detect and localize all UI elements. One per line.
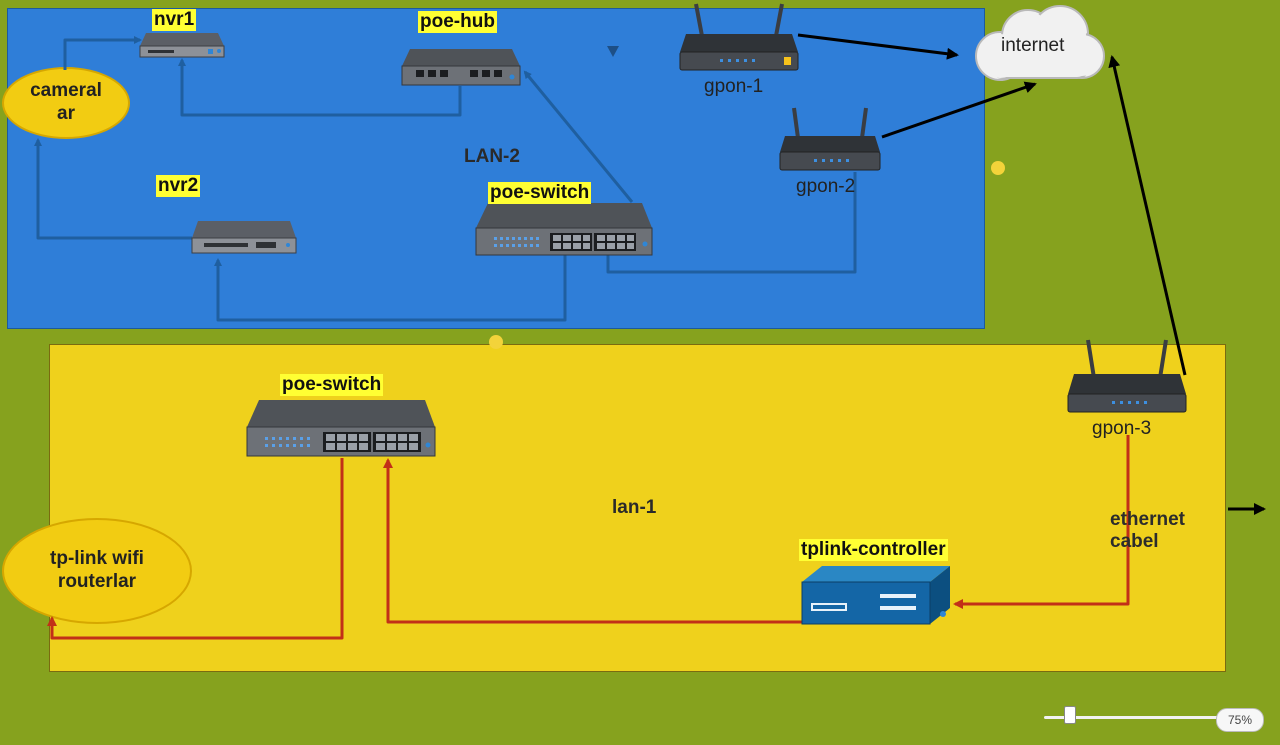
router-icon[interactable] [778,104,882,174]
nvr1-label: nvr1 [152,9,197,31]
gpon-3-label: gpon-3 [1092,418,1152,439]
link-gpon2-internet [881,81,1037,139]
zone-label-lan-1: lan-1 [612,497,657,518]
poe-switch-lan1-label: poe-switch [280,374,384,396]
link-gpon3-controller [953,435,1130,609]
link-controller-poeswitch [383,458,875,624]
nvr-icon[interactable] [190,218,300,258]
link-gpon1-internet [797,33,959,60]
controller-icon[interactable] [798,562,956,626]
link-poehub-nvr1 [178,58,462,117]
switch-icon[interactable] [474,200,656,258]
nvr2-label: nvr2 [156,175,201,197]
link-poeswitch-nvr2 [214,254,567,322]
router-icon[interactable] [678,2,800,74]
zoom-slider-thumb[interactable] [1064,706,1076,724]
poe-hub-label: poe-hub [418,11,497,33]
link-poeswitch-gpon2 [606,172,857,274]
internet-label: internet [1001,35,1065,56]
wifi-routers-group-label: tp-link wifi routerlar [50,548,144,592]
zone-label-lan-2: LAN-2 [464,146,520,167]
router-icon[interactable] [1066,338,1188,416]
zoom-control[interactable]: 75% [1040,700,1270,734]
link-nvr2-cameras [34,138,192,240]
link-poeswitch-poehub [523,70,634,203]
link-poeswitch-wifi-routers [47,458,344,640]
link-gpon3-internet [1108,55,1187,376]
zoom-level-badge: 75% [1216,708,1264,732]
gpon-2-label: gpon-2 [796,176,856,197]
wifi-routers-group[interactable]: tp-link wifi routerlar [2,518,192,624]
anchor-dot [991,161,1005,175]
zoom-slider-track[interactable] [1044,716,1234,719]
tplink-controller-label: tplink-controller [799,539,948,561]
link-cameras-nvr1 [63,36,142,70]
cameras-group[interactable]: cameral ar [2,67,130,139]
nvr-icon[interactable] [138,30,226,60]
poe-switch-lan2-label: poe-switch [488,182,592,204]
zone-lan-1[interactable] [49,344,1226,672]
triangle-marker [607,46,619,57]
cameras-group-label: cameral ar [30,80,102,124]
cloud-icon[interactable] [960,2,1112,88]
hub-icon[interactable] [400,46,522,88]
ethernet-cable-label: ethernet cabel [1110,509,1185,552]
gpon-1-label: gpon-1 [704,76,764,97]
anchor-dot [489,335,503,349]
switch-icon[interactable] [245,397,439,459]
